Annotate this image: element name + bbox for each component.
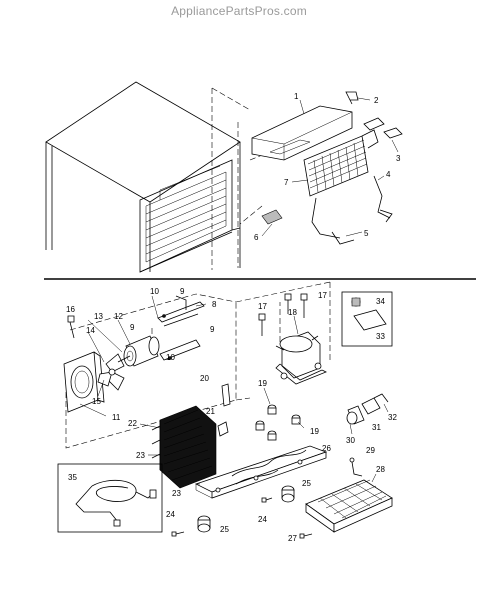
compressor-grommets (255, 404, 301, 441)
callout-29: 29 (366, 446, 375, 455)
callout-25-right: 25 (302, 479, 311, 488)
evaporator-coil (303, 129, 379, 197)
bottom-callouts: 16 13 12 14 15 11 10 10 9 9 9 8 17 17 18… (66, 287, 397, 543)
callout-17-left: 17 (258, 302, 267, 311)
callout-12: 12 (114, 312, 123, 321)
callout-14: 14 (86, 326, 95, 335)
callout-19-top: 19 (258, 379, 267, 388)
compressor-bolts (258, 293, 308, 336)
callout-24-left: 24 (166, 510, 175, 519)
callout-8: 8 (212, 300, 217, 309)
callout-34: 34 (376, 297, 385, 306)
condenser-fan-blade (97, 353, 125, 391)
callout-23-bottom: 23 (172, 489, 181, 498)
callout-18: 18 (288, 308, 297, 317)
callout-9-left: 9 (130, 323, 135, 332)
shroud-screw (67, 315, 75, 339)
condenser (151, 405, 217, 489)
refrigerator-cabinet (45, 81, 241, 273)
compressor (275, 331, 327, 385)
base-pan (194, 445, 328, 499)
condenser-brackets (217, 383, 231, 437)
callout-20: 20 (200, 374, 209, 383)
drain-pan (305, 479, 393, 533)
callout-1: 1 (294, 92, 299, 101)
callout-13: 13 (94, 312, 103, 321)
fan-shroud (63, 351, 105, 413)
callout-25-left: 25 (220, 525, 229, 534)
callout-19-bottom: 19 (310, 427, 319, 436)
callout-9-right: 9 (210, 325, 215, 334)
compartment-outline (65, 281, 331, 449)
evaporator-cover (251, 105, 353, 161)
rubber-feet (197, 485, 295, 533)
callout-35: 35 (68, 473, 77, 482)
inset-box-33-34 (341, 291, 393, 347)
callout-4: 4 (386, 170, 391, 179)
callout-9-top: 9 (180, 287, 185, 296)
top-callouts: 1 2 3 4 5 6 7 (254, 92, 401, 242)
relay-overload (346, 393, 389, 425)
callout-22: 22 (128, 419, 137, 428)
callout-21: 21 (206, 407, 215, 416)
evaporator-clips (261, 91, 403, 225)
callout-15: 15 (92, 397, 101, 406)
fan-brackets (157, 295, 205, 361)
callout-31: 31 (372, 423, 381, 432)
callout-24-right: 24 (258, 515, 267, 524)
callout-27: 27 (288, 534, 297, 543)
inset-box-35 (57, 463, 163, 533)
callout-10-top: 10 (150, 287, 159, 296)
defrost-heater (311, 175, 393, 245)
condenser-fan-motor (117, 335, 160, 367)
drain-tube (349, 457, 363, 477)
callout-33: 33 (376, 332, 385, 341)
callout-6: 6 (254, 233, 259, 242)
watermark: AppliancePartsPros.com (171, 4, 307, 18)
callout-16: 16 (66, 305, 75, 314)
screws (171, 497, 313, 539)
callout-32: 32 (388, 413, 397, 422)
callout-5: 5 (364, 229, 369, 238)
callout-7: 7 (284, 178, 289, 187)
callout-28: 28 (376, 465, 385, 474)
callout-30: 30 (346, 436, 355, 445)
callout-2: 2 (374, 96, 379, 105)
callout-11: 11 (112, 413, 121, 422)
callout-3: 3 (396, 154, 401, 163)
callout-10-bottom: 10 (166, 353, 175, 362)
callout-26: 26 (322, 444, 331, 453)
callout-17-right: 17 (318, 291, 327, 300)
callout-23-left: 23 (136, 451, 145, 460)
